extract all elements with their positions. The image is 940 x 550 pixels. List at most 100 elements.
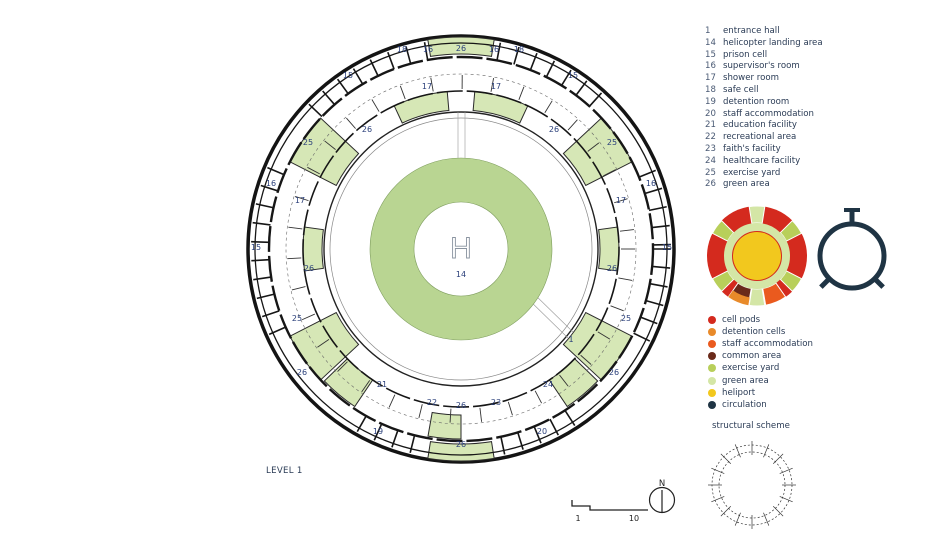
room-label: 26 xyxy=(304,264,314,273)
room-label: 25 xyxy=(607,138,617,147)
cell-partition xyxy=(268,326,286,336)
cell-partition xyxy=(352,68,364,85)
legend-label: detention room xyxy=(723,96,790,107)
room-partition xyxy=(388,394,396,408)
color-key-row: exercise yard xyxy=(708,362,813,374)
legend-number: 21 xyxy=(705,120,716,131)
structure-column xyxy=(720,505,732,517)
inner-court: H 14 xyxy=(323,111,599,387)
donut-core xyxy=(733,232,781,280)
cell-partition xyxy=(391,430,399,448)
color-key-row: common area xyxy=(708,350,813,362)
color-key-label: staff accommodation xyxy=(722,339,813,350)
room-label: 26 xyxy=(456,44,466,53)
color-key-row: detention cells xyxy=(708,326,813,338)
green-yard xyxy=(427,36,495,57)
room-partition xyxy=(490,77,495,92)
room-label: 25 xyxy=(621,314,631,323)
cell-partition xyxy=(322,90,336,106)
legend-number: 14 xyxy=(705,37,716,48)
room-label: 15 xyxy=(251,243,261,252)
legend-row: 22 recreational area xyxy=(705,132,935,144)
structure-column xyxy=(720,453,732,465)
room-partition xyxy=(449,408,452,423)
legend-label: shower room xyxy=(723,73,779,84)
cell-partition xyxy=(369,59,379,77)
room-partition xyxy=(346,117,356,129)
room-label: 25 xyxy=(303,138,313,147)
room-label: 26 xyxy=(297,368,307,377)
color-swatch xyxy=(708,352,716,361)
legend-row: 25 exercise yard xyxy=(705,168,935,180)
color-swatch xyxy=(708,328,716,337)
helipad-number: 14 xyxy=(456,270,466,279)
legend-label: supervisor's room xyxy=(723,61,800,72)
structural-scheme-diagram xyxy=(708,441,796,529)
cell-partition xyxy=(575,80,588,96)
room-partition xyxy=(288,226,303,230)
legend-label: prison cell xyxy=(723,49,768,60)
structure-column xyxy=(779,467,793,474)
scale-bar-line xyxy=(571,500,648,511)
cell-partition xyxy=(336,78,349,95)
room-partition xyxy=(518,86,525,100)
color-key-label: detention cells xyxy=(722,327,786,338)
legend-row: 16 supervisor's room xyxy=(705,61,935,73)
legend-label: recreational area xyxy=(723,132,797,143)
room-partition xyxy=(295,195,309,202)
circulation-stub xyxy=(872,276,885,289)
room-partition xyxy=(418,404,423,418)
color-key-row: circulation xyxy=(708,399,813,411)
cell-partition xyxy=(252,221,271,226)
color-swatch xyxy=(708,388,716,397)
legend-label: green area xyxy=(723,179,770,190)
structural-scheme-title: structural scheme xyxy=(712,421,790,431)
room-partition xyxy=(567,119,578,131)
room-label: 18 xyxy=(514,45,524,54)
room-partition xyxy=(361,380,371,393)
legend-number: 18 xyxy=(705,84,716,95)
cell-partition xyxy=(645,299,664,307)
room-partition xyxy=(544,100,553,113)
cell-partition xyxy=(496,42,502,61)
room-partition xyxy=(610,305,624,312)
room-partition xyxy=(399,85,406,100)
room-label: 15 xyxy=(343,71,353,80)
cell-partition xyxy=(529,52,538,71)
legend-label: exercise yard xyxy=(723,167,781,178)
cell-partition xyxy=(373,423,383,441)
cell-partition xyxy=(267,166,285,176)
color-key-label: heliport xyxy=(722,387,756,398)
legend-number: 25 xyxy=(705,167,716,178)
legend-number: 22 xyxy=(705,132,716,143)
legend-label: staff accommodation xyxy=(723,108,814,119)
legend-number: 1 xyxy=(705,26,711,36)
cell-partition xyxy=(356,415,367,432)
room-partition xyxy=(324,140,336,150)
legend-number: 23 xyxy=(705,143,716,154)
legend-number: 24 xyxy=(705,155,716,166)
room-partition xyxy=(291,286,306,291)
cell-partition xyxy=(564,409,576,426)
legend-label: entrance hall xyxy=(723,26,780,36)
room-label: 26 xyxy=(609,368,619,377)
room-label: 23 xyxy=(491,398,501,407)
donut-segment xyxy=(748,288,766,307)
inner-court-line xyxy=(329,117,593,381)
room-label: 18 xyxy=(397,45,407,54)
circulation-diagram xyxy=(817,208,887,291)
cell-partition xyxy=(652,265,671,269)
legend-number: 16 xyxy=(705,61,716,72)
level-label: LEVEL 1 xyxy=(266,466,303,476)
cell-partition xyxy=(588,92,603,107)
room-label: 15 xyxy=(662,243,672,252)
room-label: 16 xyxy=(489,45,499,54)
